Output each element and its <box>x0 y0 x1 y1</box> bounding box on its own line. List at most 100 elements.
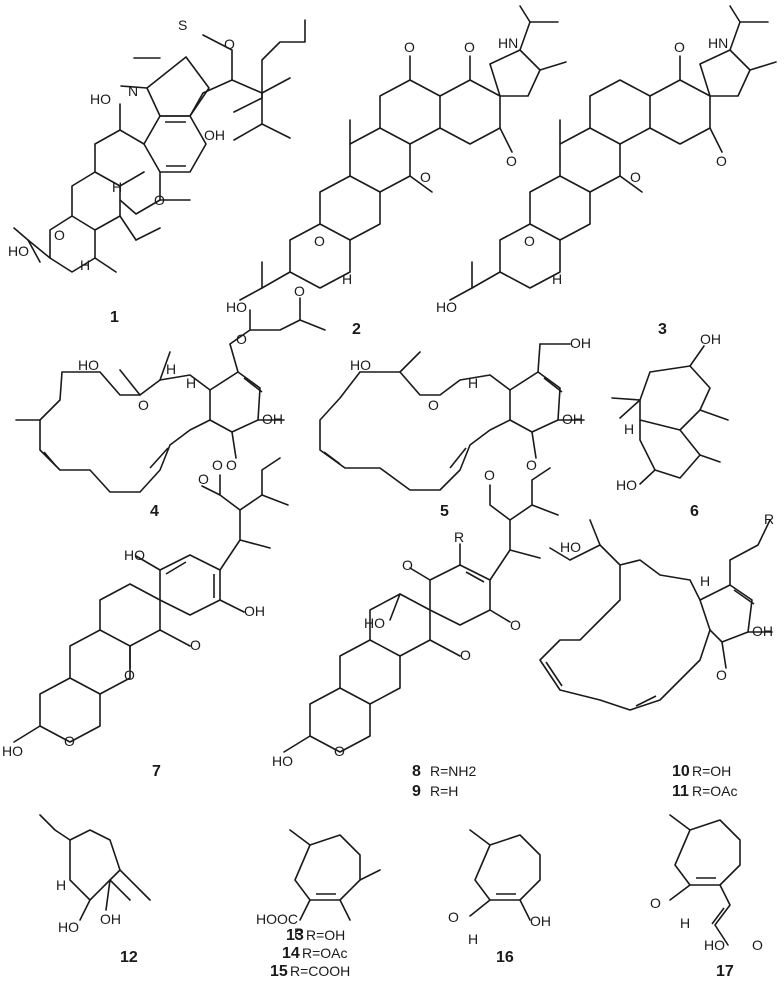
c4-h-13: H <box>166 361 176 377</box>
c5-epoxide-oxygen: O <box>428 397 439 413</box>
c5-primary-hydroxyl: OH <box>570 335 591 351</box>
compound-11-label: 11 <box>672 783 689 800</box>
c4-hydroxyl-11: HO <box>78 357 99 373</box>
c6-hydroxyl-15: HO <box>616 477 637 493</box>
c2-pyrrole-nh: HN <box>498 35 518 51</box>
c1-hydroxyl-12: HO <box>90 91 111 107</box>
compound-16-label: 16 <box>496 949 514 966</box>
compound-9-label: 9 <box>412 783 421 800</box>
compound-1-label: 1 <box>110 309 119 326</box>
c8-acetyl-oxygen: O <box>484 467 495 483</box>
c7-ester-oxygen: O <box>198 471 209 487</box>
c4-h-15: H <box>186 375 196 391</box>
c3-quinone-oxygen-top: O <box>674 39 685 55</box>
compound-6-structure: OH HO H 6 <box>611 331 729 520</box>
c1-hydroxyl-7: OH <box>204 127 225 143</box>
compound-1-structure: S N O HO OH O O HO H H 1 <box>8 17 306 326</box>
c1-ketone-oxygen: O <box>224 36 235 52</box>
compound-13-r-definition: R=OH <box>306 927 345 943</box>
c7-pyran-oxygen: O <box>64 733 75 749</box>
c4-acetyl-oxygen: O <box>294 283 305 299</box>
c16-aldehyde-h: H <box>468 931 478 947</box>
compound-7-label: 7 <box>152 763 161 780</box>
c8-ring-oxygen: O <box>460 647 471 663</box>
c1-pyran-oxygen: O <box>54 227 65 243</box>
c3-hydroxyl: HO <box>436 299 457 315</box>
c17-carbonyl-oxygen: O <box>752 937 763 953</box>
compound-14-r-definition: R=OAc <box>302 945 348 961</box>
compound-12-label: 12 <box>120 949 138 966</box>
c1-hydroxyl-22: HO <box>8 243 29 259</box>
compound-10-r-definition: R=OH <box>692 763 731 779</box>
c3-h: H <box>552 271 562 287</box>
compound-2-label: 2 <box>352 321 361 338</box>
c8-quinone-oxygen-right: O <box>510 617 521 633</box>
compound-8-label: 8 <box>412 763 421 780</box>
c1-ring-oxygen: O <box>154 192 165 208</box>
c10-hydroxyl: HO <box>560 539 581 555</box>
c5-ketone-oxygen: O <box>526 457 537 473</box>
compound-11-r-definition: R=OAc <box>692 783 738 799</box>
c8-hydroxyl-12: HO <box>364 615 385 631</box>
c8-pyran-oxygen: O <box>334 743 345 759</box>
c4-ester-oxygen: O <box>236 331 247 347</box>
c7-ketone-oxygen: O <box>124 667 135 683</box>
c10-ketone-oxygen: O <box>716 667 727 683</box>
c5-hydroxyl: HO <box>350 357 371 373</box>
compound-4-label: 4 <box>150 503 159 520</box>
compound-14-label: 14 <box>282 945 300 962</box>
c12-hydroxyl-14: OH <box>100 911 121 927</box>
c2-h: H <box>342 271 352 287</box>
c7-hydroxyl-right: OH <box>244 603 265 619</box>
c2-hydroxyl: HO <box>226 299 247 315</box>
compound-5-structure: HO O OH O OH H 5 <box>319 335 591 520</box>
c17-aldehyde-h: H <box>680 915 690 931</box>
compound-5-label: 5 <box>440 503 449 520</box>
c4-epoxide-oxygen: O <box>138 397 149 413</box>
compound-17-structure: O H HO O 17 <box>650 814 763 980</box>
compound-8-9-structure: R O O HO O O HO O 8 R=NH2 9 R=H <box>272 467 559 800</box>
c1-nitrogen-label: N <box>128 83 138 99</box>
c7-acetyl-oxygen: O <box>212 457 223 473</box>
c1-sulfur-label: S <box>178 17 187 33</box>
compound-16-structure: O H OH 16 <box>448 829 551 966</box>
c10-r-group: R <box>764 511 774 527</box>
compound-17-label: 17 <box>716 963 734 980</box>
c3-pyrrole-nh: HN <box>708 35 728 51</box>
compound-6-label: 6 <box>690 503 699 520</box>
c7-ring-oxygen: O <box>190 637 201 653</box>
c13-r-group: R <box>294 925 304 941</box>
compound-12-structure: HO OH H 12 <box>39 814 151 966</box>
compound-13-label: 13 <box>286 927 304 944</box>
c13-carboxyl: HOOC <box>256 911 298 927</box>
c16-aldehyde-oxygen: O <box>448 909 459 925</box>
compound-7-structure: HO OH O O O HO O O 7 <box>2 457 289 780</box>
compound-15-r-definition: R=COOH <box>290 963 350 979</box>
c3-ring-oxygen: O <box>630 169 641 185</box>
c5-hydroxyl-ring: OH <box>562 411 583 427</box>
compound-10-label: 10 <box>672 763 690 780</box>
c6-h: H <box>624 421 634 437</box>
compound-8-r-definition: R=NH2 <box>430 763 477 779</box>
c8-quinone-oxygen-top: O <box>402 557 413 573</box>
c1-h-17: H <box>80 257 90 273</box>
compound-4-structure: HO O OH O O O H H 4 <box>15 283 326 520</box>
compound-13-15-structure: HOOC R 13 R=OH 14 R=OAc 15 R=COOH <box>256 829 381 980</box>
c6-hydroxyl-5: OH <box>700 331 721 347</box>
c10-hydroxyl-ring: OH <box>752 623 773 639</box>
c7-hydroxyl-top: HO <box>124 547 145 563</box>
c2-ketone-oxygen: O <box>404 39 415 55</box>
c2-pyran-oxygen: O <box>314 233 325 249</box>
c17-aldehyde-oxygen: O <box>650 895 661 911</box>
c2-quinone-oxygen-bottom: O <box>506 153 517 169</box>
c10-h: H <box>700 573 710 589</box>
c16-hydroxyl: OH <box>530 913 551 929</box>
c2-quinone-oxygen-top: O <box>464 39 475 55</box>
compound-3-structure: HN O O O O HO H 3 <box>436 5 777 338</box>
compound-3-label: 3 <box>658 321 667 338</box>
c4-ketone-oxygen: O <box>226 457 237 473</box>
c17-carboxylic-hydroxyl: HO <box>704 937 725 953</box>
compound-15-label: 15 <box>270 963 288 980</box>
